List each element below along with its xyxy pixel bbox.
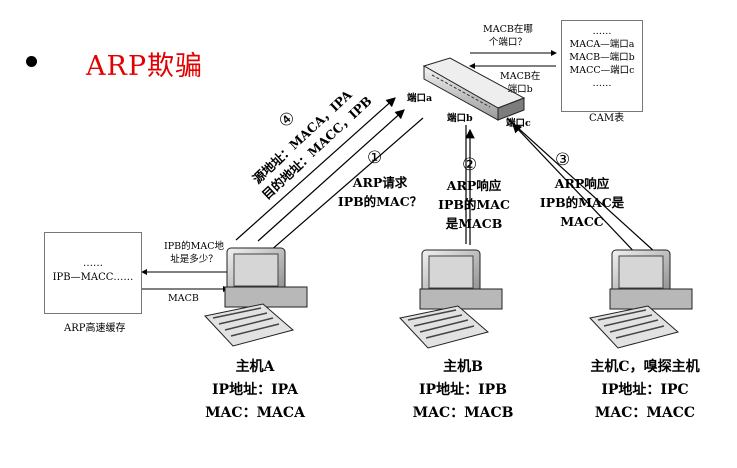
step3-number: ③	[555, 150, 571, 170]
step1-label: ARP请求 IPB的MAC？	[337, 175, 423, 209]
step1-arrow	[257, 109, 405, 242]
cache-row: IPB—MACC……	[52, 272, 134, 283]
step1-number: ①	[367, 148, 383, 168]
cam-table: …… MACA—端口a MACB—端口b MACC—端口c ……	[561, 20, 643, 112]
computer-a-icon	[204, 247, 308, 347]
cache-query-text: IPB的MAC地 址是多少？	[164, 241, 224, 265]
slide-title: ARP欺骗	[86, 51, 203, 82]
cache-reply-text: MACB	[168, 293, 199, 304]
cache-row: ……	[83, 258, 103, 269]
arp-cache-caption: ARP高速缓存	[64, 323, 126, 334]
switch-device	[422, 57, 526, 121]
port-a-label: 端口a	[407, 93, 433, 104]
host-b-label: 主机B IP地址：IPB MAC：MACB	[412, 359, 514, 421]
port-c-label: 端口c	[506, 118, 531, 129]
bullet-point	[26, 56, 37, 67]
step2-number: ②	[462, 155, 478, 175]
cam-row: ……	[592, 78, 612, 89]
step3-label: ARP响应 IPB的MAC是MACC	[539, 176, 625, 229]
cam-row: ……	[592, 26, 612, 37]
step3-arrow	[512, 123, 641, 259]
cam-row: MACA—端口a	[569, 39, 635, 50]
cam-query-text: MACB在哪 个端口？	[483, 24, 533, 48]
port-b-label: 端口b	[447, 113, 473, 124]
step4-arrow	[235, 97, 396, 241]
host-c-label: 主机C，嗅探主机 IP地址：IPC MAC：MACC	[590, 359, 700, 421]
cam-caption: CAM表	[589, 113, 625, 124]
cam-reply-text: MACB在 端口b	[500, 71, 541, 95]
cam-row: MACB—端口b	[569, 52, 635, 63]
step2-label: ARP响应 IPB的MAC 是MACB	[438, 178, 510, 231]
computer-b-icon	[399, 249, 503, 349]
step4-number: ④	[275, 107, 300, 132]
computer-c-icon	[589, 249, 693, 349]
host-a-label: 主机A IP地址：IPA MAC：MACA	[205, 359, 305, 421]
arp-cache-box: …… IPB—MACC……	[44, 232, 142, 314]
cable-c	[506, 117, 656, 253]
cable-a	[261, 117, 424, 259]
cam-row: MACC—端口c	[569, 65, 635, 76]
